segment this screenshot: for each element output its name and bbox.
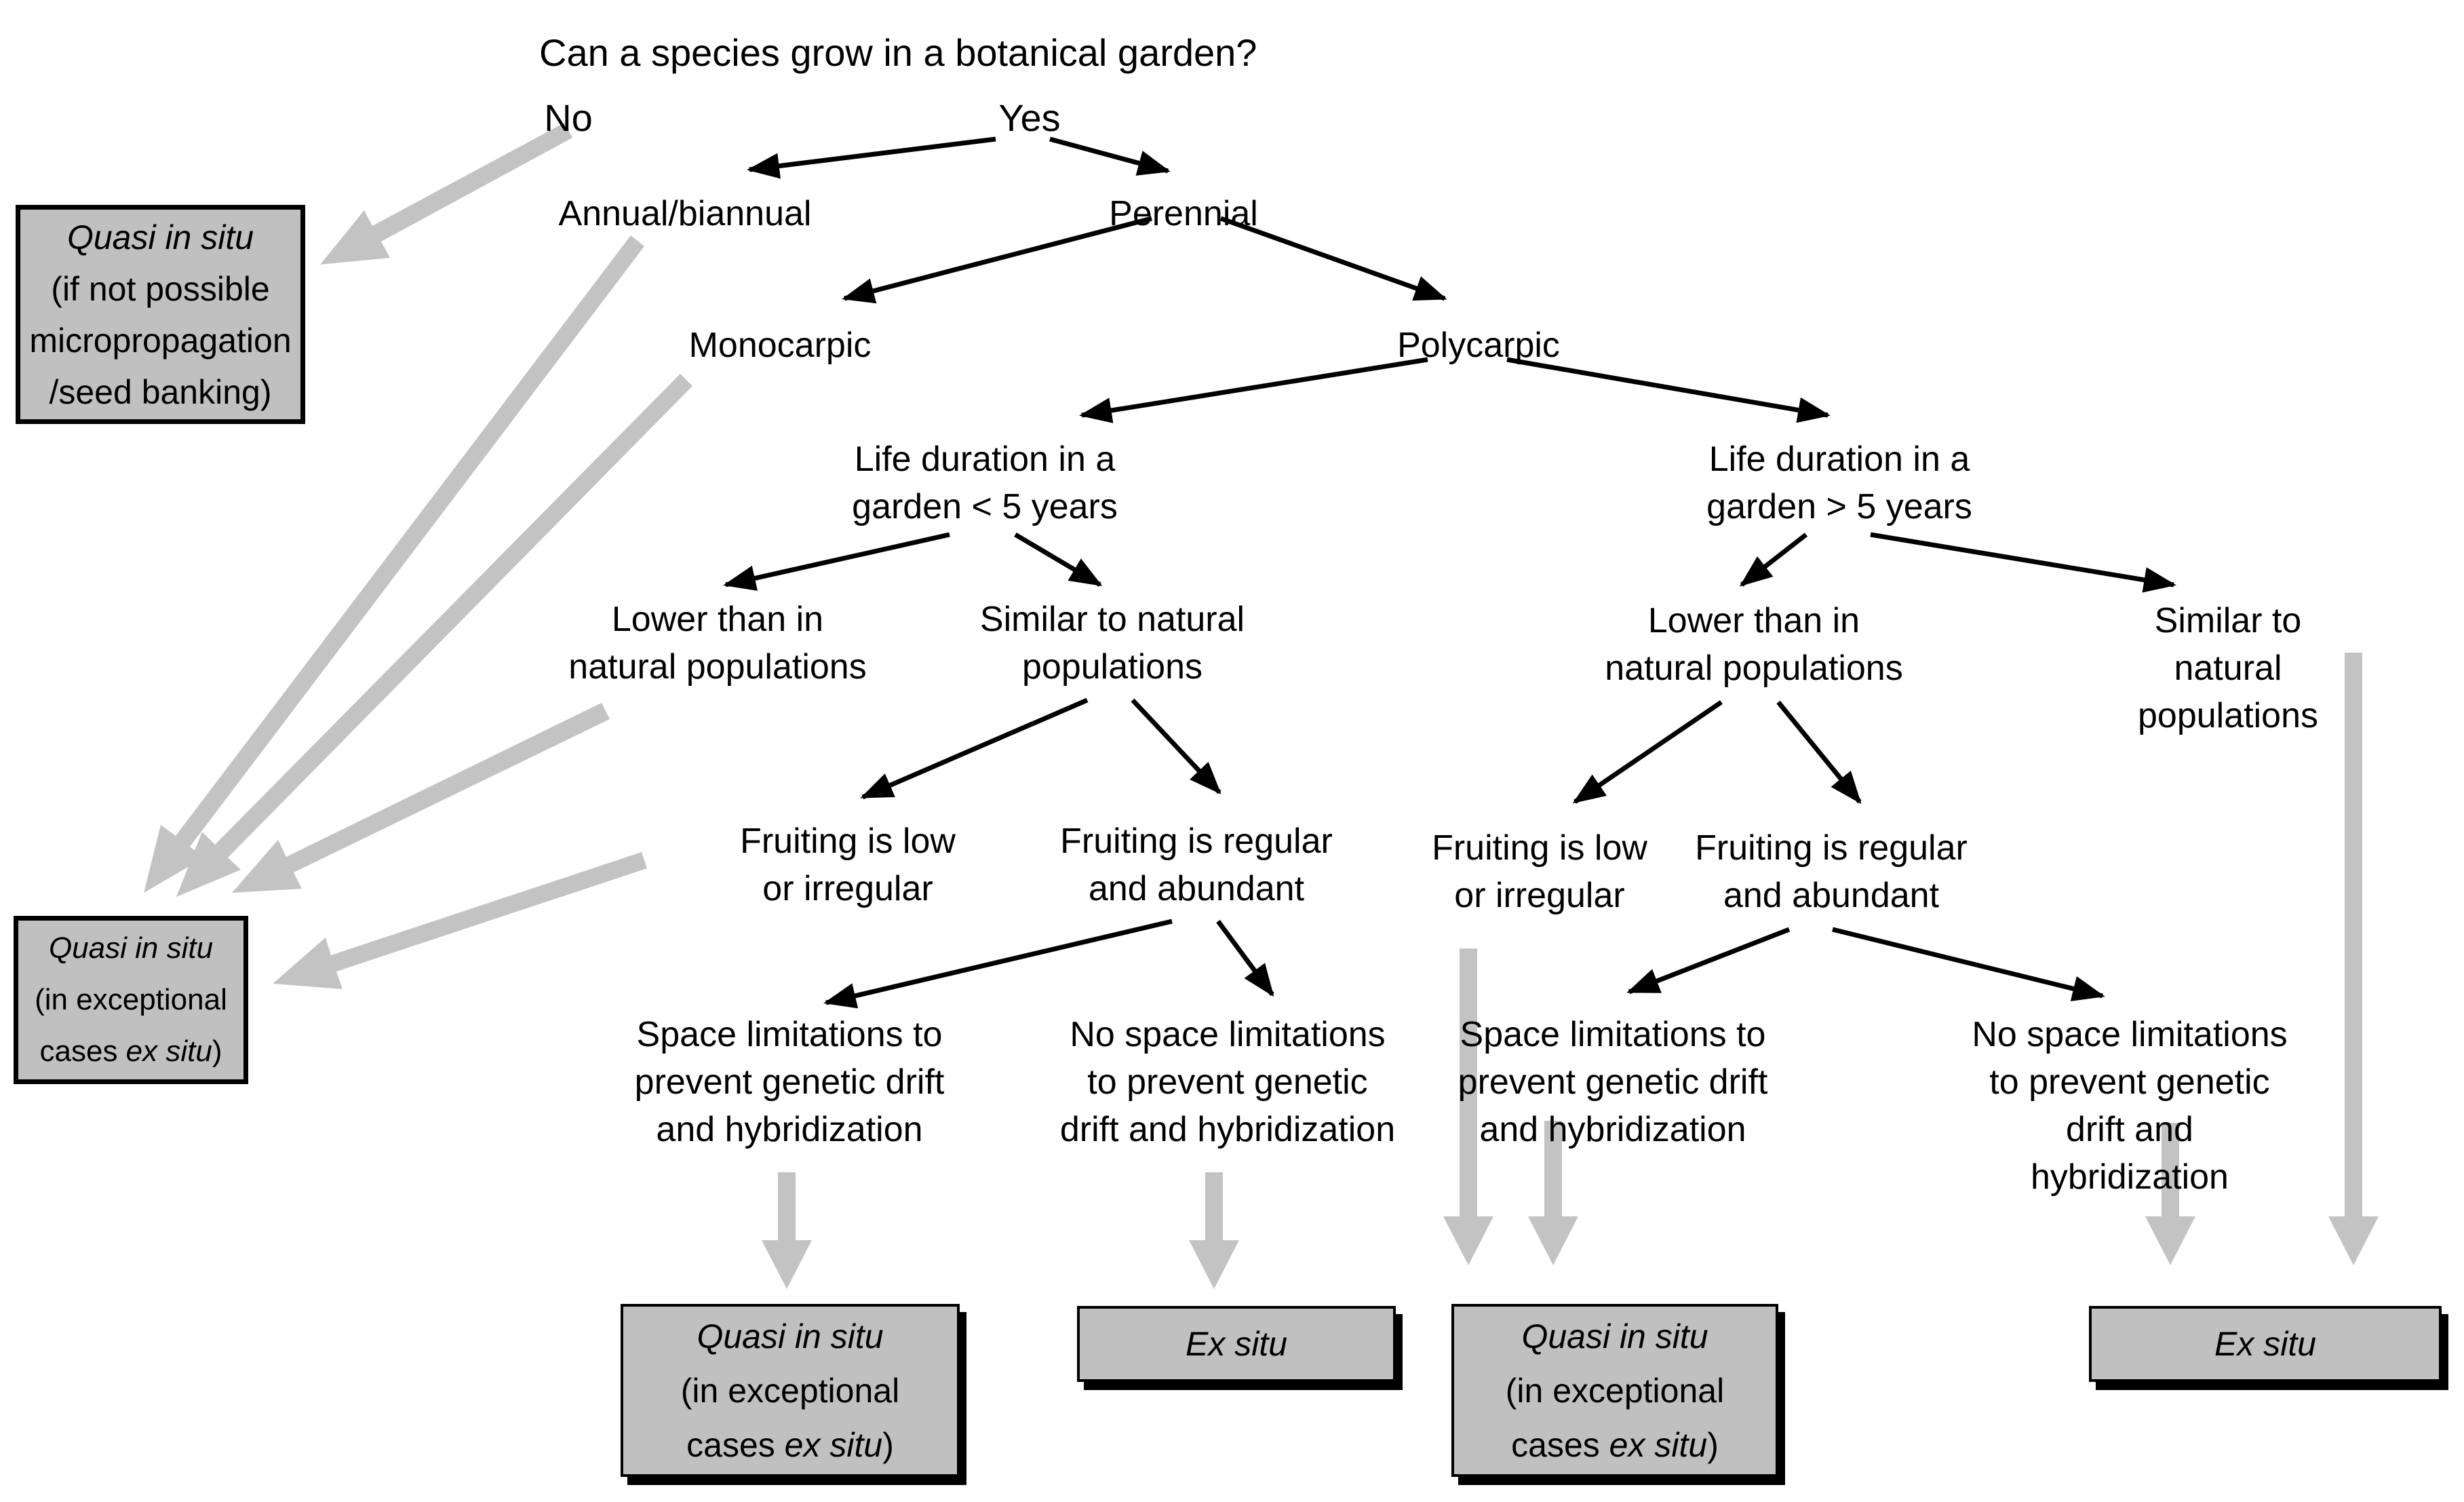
edge-fruit-reg-right-nospace [1832, 927, 2105, 1001]
page-title: Can a species grow in a botanical garden… [539, 31, 1257, 74]
gray-arrow-nospace-right-down [2145, 1123, 2195, 1265]
gray-arrow-no-to-quasi-seed [320, 123, 572, 265]
gray-arrow-annual-to-quasi-mid [144, 235, 644, 893]
gray-arrow-fruit-low-right-down [1443, 948, 1493, 1265]
gray-arrow-similar-right-down [2328, 653, 2379, 1265]
edge-lower-right-fruit-reg [1776, 700, 1862, 805]
gray-arrow-lower-left-to-quasi-mid [232, 703, 610, 893]
node-fruiting-low-right: Fruiting is low or irregular [1432, 828, 1647, 915]
edge-life-long-similar [1870, 532, 2176, 593]
node-monocarpic: Monocarpic [688, 326, 872, 365]
node-similar-to-natural-right: Similar to natural populations [2138, 601, 2318, 735]
edge-fruit-reg-right-space [1626, 927, 1791, 995]
box-text: cases ex situ) [686, 1425, 894, 1464]
node-fruiting-regular-right: Fruiting is regular and abundant [1695, 828, 1968, 915]
box-title: Quasi in situ [48, 931, 214, 965]
node-space-limitations-right: Space limitations to prevent genetic dri… [1458, 1015, 1768, 1149]
gray-arrow-monocarpic-to-quasi-mid [176, 374, 692, 897]
box-quasi-in-situ-exceptional-bottom-right: Quasi in situ (in exceptional cases ex s… [1451, 1304, 1778, 1477]
gray-arrow-fruit-low-left-to-quasi-mid [273, 852, 647, 989]
gray-arrow-nospace-left-down [1189, 1172, 1239, 1289]
edge-similar-left-fruit-reg [1131, 698, 1221, 794]
edge-fruit-reg-left-nospace [1216, 919, 1274, 997]
node-lower-than-natural-right: Lower than in natural populations [1605, 601, 1903, 688]
edge-life-short-lower [723, 532, 950, 591]
node-annual-biannual: Annual/biannual [558, 194, 812, 233]
box-title: Quasi in situ [66, 218, 254, 256]
gray-arrow-space-left-down [762, 1172, 812, 1289]
edge-lower-right-fruit-low [1572, 700, 1723, 804]
edge-polycarpic-life-long [1506, 357, 1831, 423]
node-perennial: Perennial [1109, 194, 1258, 233]
node-yes: Yes [998, 96, 1061, 139]
box-quasi-in-situ-exceptional-mid: Quasi in situ (in exceptional cases ex s… [14, 916, 248, 1084]
edge-fruit-reg-left-space [823, 919, 1173, 1009]
node-no-space-limitations-right: No space limitations to prevent genetic … [1972, 1015, 2288, 1197]
node-polycarpic: Polycarpic [1397, 326, 1560, 365]
node-similar-to-natural-left: Similar to natural populations [979, 600, 1245, 687]
box-ex-situ-bottom-right: Ex situ [2089, 1306, 2442, 1382]
box-title: Quasi in situ [697, 1317, 884, 1355]
box-text: (if not possible micropropagation /seed … [29, 269, 292, 411]
node-life-duration-lt-5: Life duration in a garden < 5 years [852, 440, 1118, 526]
edge-yes-perennial [1049, 136, 1171, 176]
edge-similar-left-fruit-low [860, 697, 1089, 800]
edge-perennial-polycarpic [1219, 216, 1447, 301]
box-text: (in exceptional [1505, 1371, 1725, 1410]
box-quasi-in-situ-seed-banking: Quasi in situ (if not possible microprop… [16, 205, 305, 424]
node-lower-than-natural-left: Lower than in natural populations [568, 600, 867, 687]
node-life-duration-gt-5: Life duration in a garden > 5 years [1706, 440, 1972, 526]
box-ex-situ-bottom-left: Ex situ [1077, 1306, 1396, 1382]
box-text: cases ex situ) [39, 1035, 222, 1068]
node-no: No [544, 96, 593, 139]
box-text: cases ex situ) [1511, 1425, 1719, 1464]
node-space-limitations-left: Space limitations to prevent genetic dri… [634, 1015, 945, 1149]
edge-yes-annual [747, 136, 996, 179]
gray-arrow-space-right-down [1528, 1121, 1578, 1265]
box-text: (in exceptional [680, 1371, 900, 1410]
box-title: Ex situ [1185, 1325, 1288, 1363]
box-text: (in exceptional [35, 983, 227, 1016]
box-quasi-in-situ-exceptional-bottom-left: Quasi in situ (in exceptional cases ex s… [621, 1304, 960, 1477]
box-title: Ex situ [2214, 1325, 2317, 1363]
box-title: Quasi in situ [1521, 1317, 1708, 1355]
edge-life-long-lower [1739, 533, 1808, 587]
edge-polycarpic-life-short [1079, 357, 1428, 423]
node-fruiting-low-left: Fruiting is low or irregular [740, 822, 956, 908]
edge-life-short-similar [1014, 532, 1103, 588]
edge-perennial-monocarpic [842, 216, 1152, 304]
node-no-space-limitations-left: No space limitations to prevent genetic … [1059, 1015, 1396, 1149]
node-fruiting-regular-left: Fruiting is regular and abundant [1060, 822, 1333, 908]
